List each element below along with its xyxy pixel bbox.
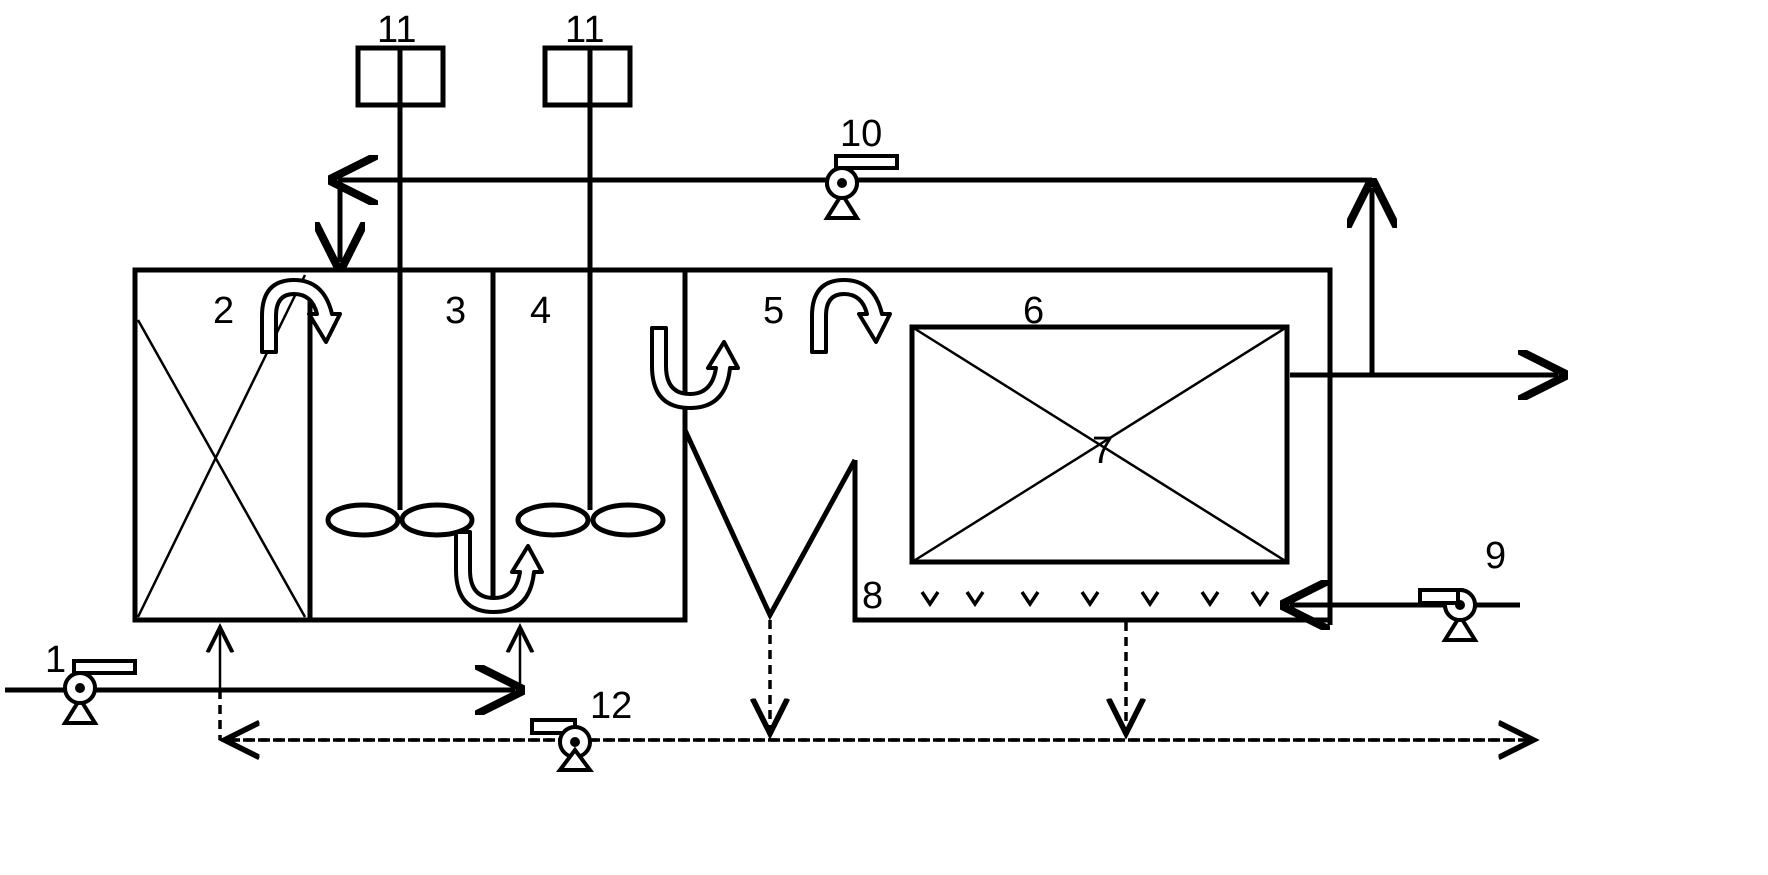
- impeller-icon: [515, 502, 591, 538]
- u-flow-arrow-icon: [454, 530, 544, 614]
- impeller-icon: [325, 502, 401, 538]
- label-air-pump: 9: [1485, 535, 1506, 577]
- label-mix-chamber-a: 3: [445, 290, 466, 332]
- mixer-a: [325, 45, 475, 538]
- label-feed-pump: 1: [45, 639, 66, 681]
- diffuser-v-icon: [1080, 590, 1100, 606]
- mixer-b: [515, 45, 666, 538]
- u-flow-arrow-icon: [650, 326, 740, 410]
- diffuser-v-icon: [1020, 590, 1040, 606]
- module-box: [909, 324, 1290, 565]
- label-filter-media: 7: [1092, 430, 1113, 472]
- diffuser-v-icon: [1140, 590, 1160, 606]
- sludge-pump-icon: [530, 718, 594, 772]
- left-tank: [132, 267, 688, 623]
- label-return-pump: 10: [840, 113, 882, 155]
- return-pump-icon: [825, 154, 899, 220]
- bioreactor-tank-bottom: [852, 460, 1330, 623]
- label-first-chamber: 2: [213, 290, 234, 332]
- sludge-line: [220, 620, 1530, 740]
- impeller-icon: [590, 502, 666, 538]
- right-tank-top: [685, 267, 1333, 625]
- diffuser-v-icon: [965, 590, 985, 606]
- aerator-diffusers: [920, 590, 1270, 606]
- label-aerator: 8: [862, 575, 883, 617]
- diffuser-v-icon: [1250, 590, 1270, 606]
- labels: 1 2 3 4 5 6 7 8 9 10 11 11 12: [45, 9, 1506, 727]
- settler-hopper: [682, 428, 858, 621]
- diffuser-v-icon: [920, 590, 940, 606]
- recycle-line: [338, 180, 1558, 375]
- label-sludge-pump: 12: [590, 685, 632, 727]
- air-pump-icon: [1418, 588, 1479, 642]
- membrane-module: [909, 324, 1290, 565]
- flow-arrows: [260, 278, 892, 614]
- label-settler: 5: [763, 290, 784, 332]
- curved-flow-arrow-icon: [810, 278, 892, 354]
- label-mix-chamber-b: 4: [530, 290, 551, 332]
- label-bioreactor: 6: [1023, 290, 1044, 332]
- diffuser-v-icon: [1200, 590, 1220, 606]
- tank-outlines: [132, 267, 1333, 625]
- curved-flow-arrow-icon: [260, 278, 342, 354]
- label-mixer-motor-a: 11: [377, 9, 416, 51]
- label-mixer-motor-b: 11: [565, 9, 604, 51]
- impeller-icon: [399, 502, 475, 538]
